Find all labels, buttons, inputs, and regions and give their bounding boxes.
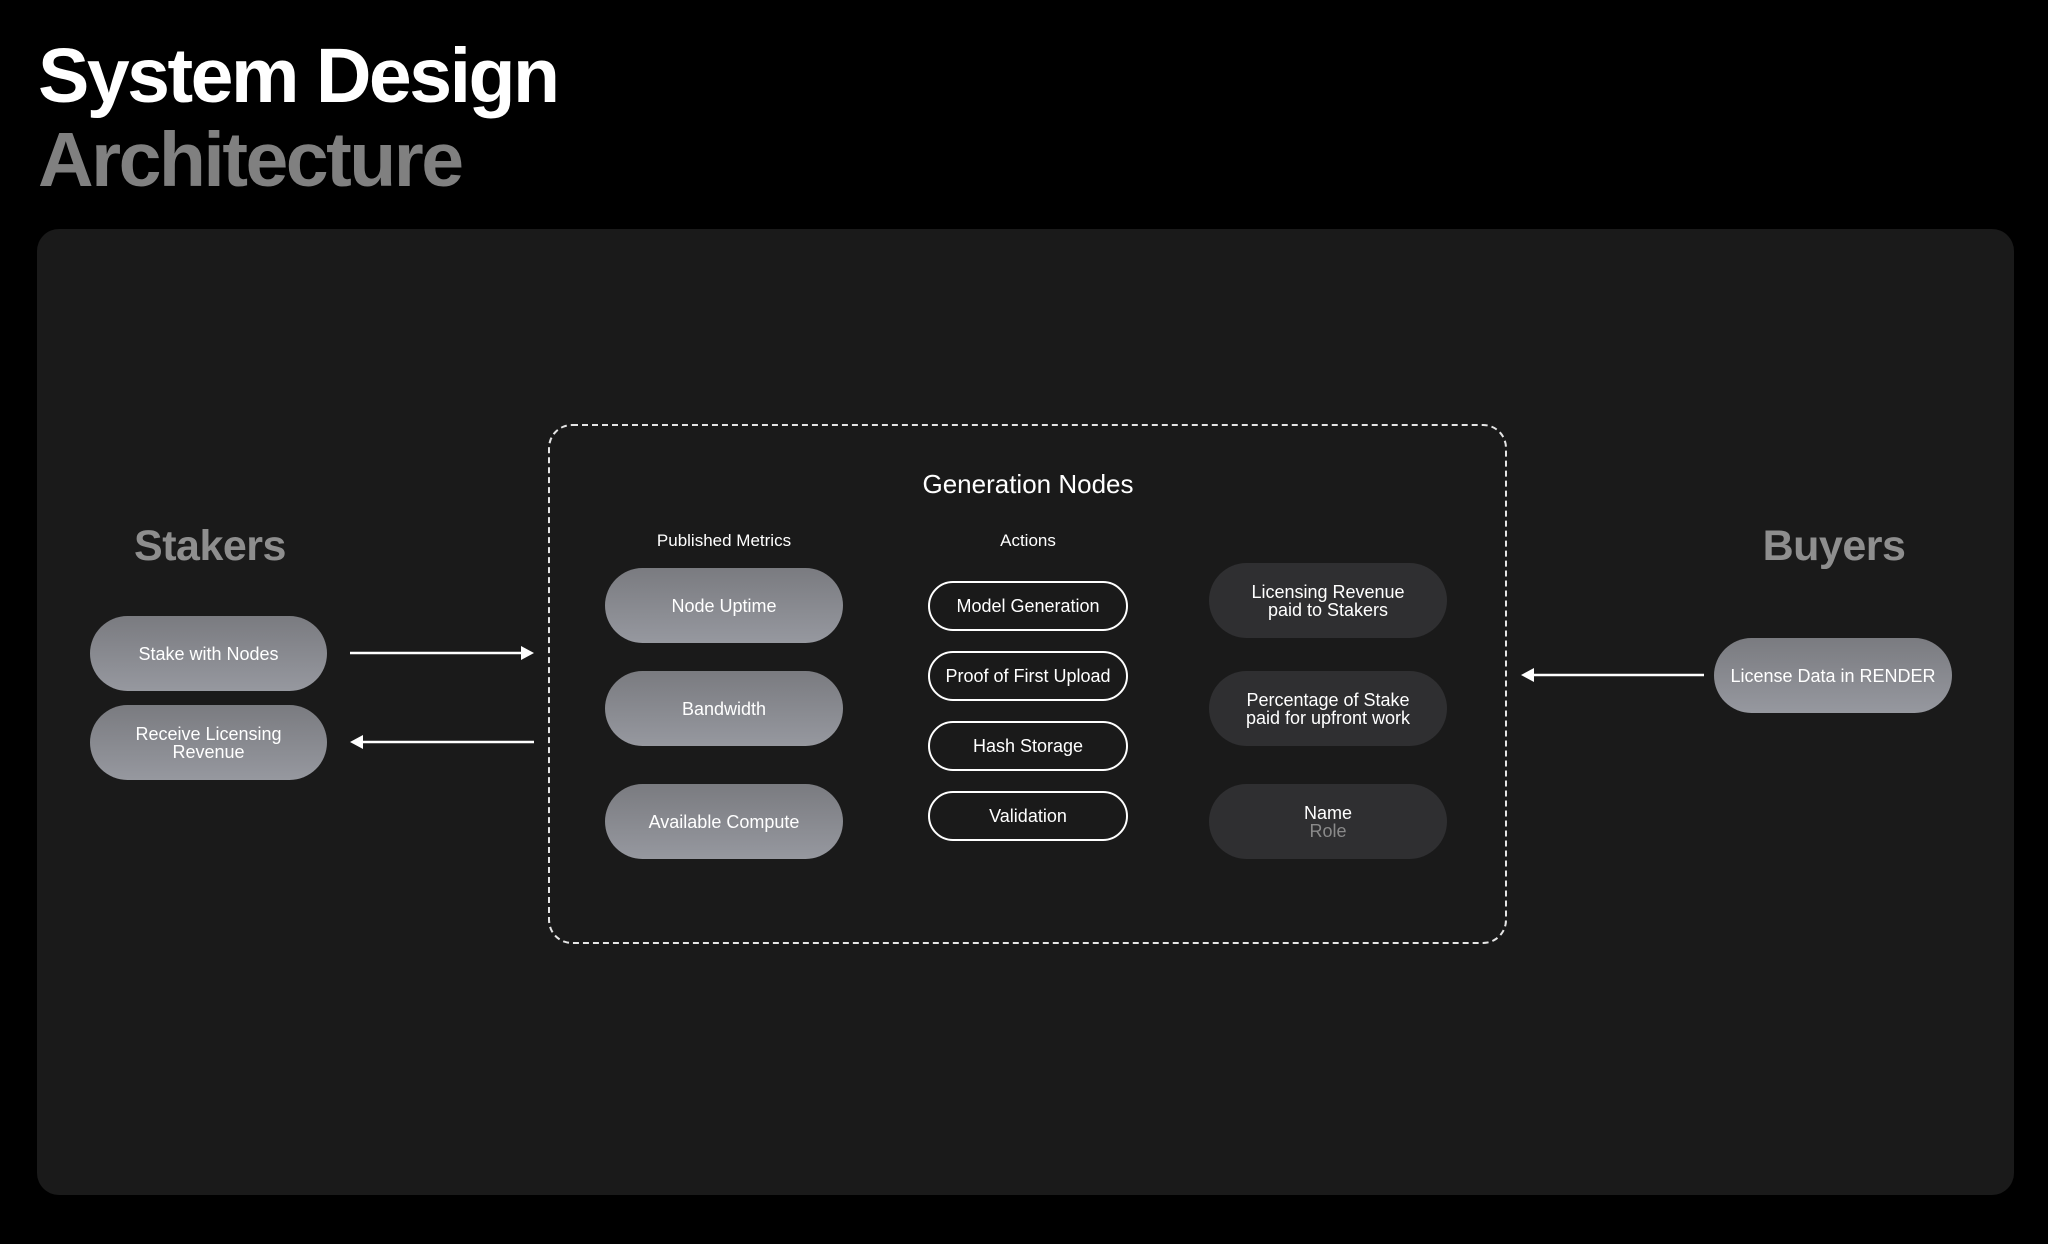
generation-nodes-group	[548, 424, 1507, 944]
licensing-revenue-pill[interactable]: Licensing Revenue paid to Stakers	[1209, 563, 1447, 638]
model-generation-pill[interactable]: Model Generation	[928, 581, 1128, 631]
published-metrics-heading: Published Metrics	[656, 531, 792, 550]
title-primary: System Design	[38, 33, 560, 119]
validation-label: Validation	[989, 806, 1067, 826]
generation-nodes-title: Generation Nodes	[922, 469, 1134, 499]
name-label: Name	[1303, 802, 1352, 823]
percentage-of-stake-line2: paid for upfront work	[1245, 707, 1411, 728]
validation-pill[interactable]: Validation	[928, 791, 1128, 841]
licensing-revenue-line2: paid to Stakers	[1267, 599, 1389, 620]
hash-storage-pill[interactable]: Hash Storage	[928, 721, 1128, 771]
license-data-in-render-label: License Data in RENDER	[1730, 665, 1936, 686]
page-title: System Design Architecture	[38, 33, 560, 203]
node-uptime-pill[interactable]: Node Uptime	[605, 568, 843, 643]
diagram-canvas	[37, 229, 2014, 1195]
role-label: Role	[1309, 820, 1347, 841]
model-generation-label: Model Generation	[956, 596, 1100, 616]
licensing-revenue-line1: Licensing Revenue	[1251, 581, 1405, 602]
available-compute-pill[interactable]: Available Compute	[605, 784, 843, 859]
license-data-in-render-pill[interactable]: License Data in RENDER	[1714, 638, 1952, 713]
stake-with-nodes-label: Stake with Nodes	[138, 643, 279, 664]
actions-heading: Actions	[1000, 531, 1056, 550]
bandwidth-pill[interactable]: Bandwidth	[605, 671, 843, 746]
stakers-heading: Stakers	[134, 522, 286, 570]
hash-storage-label: Hash Storage	[972, 736, 1084, 756]
receive-licensing-revenue-pill[interactable]: Receive Licensing Revenue	[90, 705, 327, 780]
proof-of-first-upload-label: Proof of First Upload	[945, 666, 1111, 686]
percentage-of-stake-line1: Percentage of Stake	[1246, 689, 1410, 710]
title-secondary: Architecture	[38, 117, 464, 203]
buyers-heading: Buyers	[1762, 522, 1906, 570]
name-role-pill[interactable]: Name Role	[1209, 784, 1447, 859]
receive-licensing-revenue-label: Receive Licensing Revenue	[135, 723, 282, 762]
available-compute-label: Available Compute	[648, 811, 800, 832]
node-uptime-label: Node Uptime	[671, 595, 777, 616]
stake-with-nodes-pill[interactable]: Stake with Nodes	[90, 616, 327, 691]
proof-of-first-upload-pill[interactable]: Proof of First Upload	[928, 651, 1128, 701]
percentage-of-stake-pill[interactable]: Percentage of Stake paid for upfront wor…	[1209, 671, 1447, 746]
bandwidth-label: Bandwidth	[681, 698, 767, 719]
